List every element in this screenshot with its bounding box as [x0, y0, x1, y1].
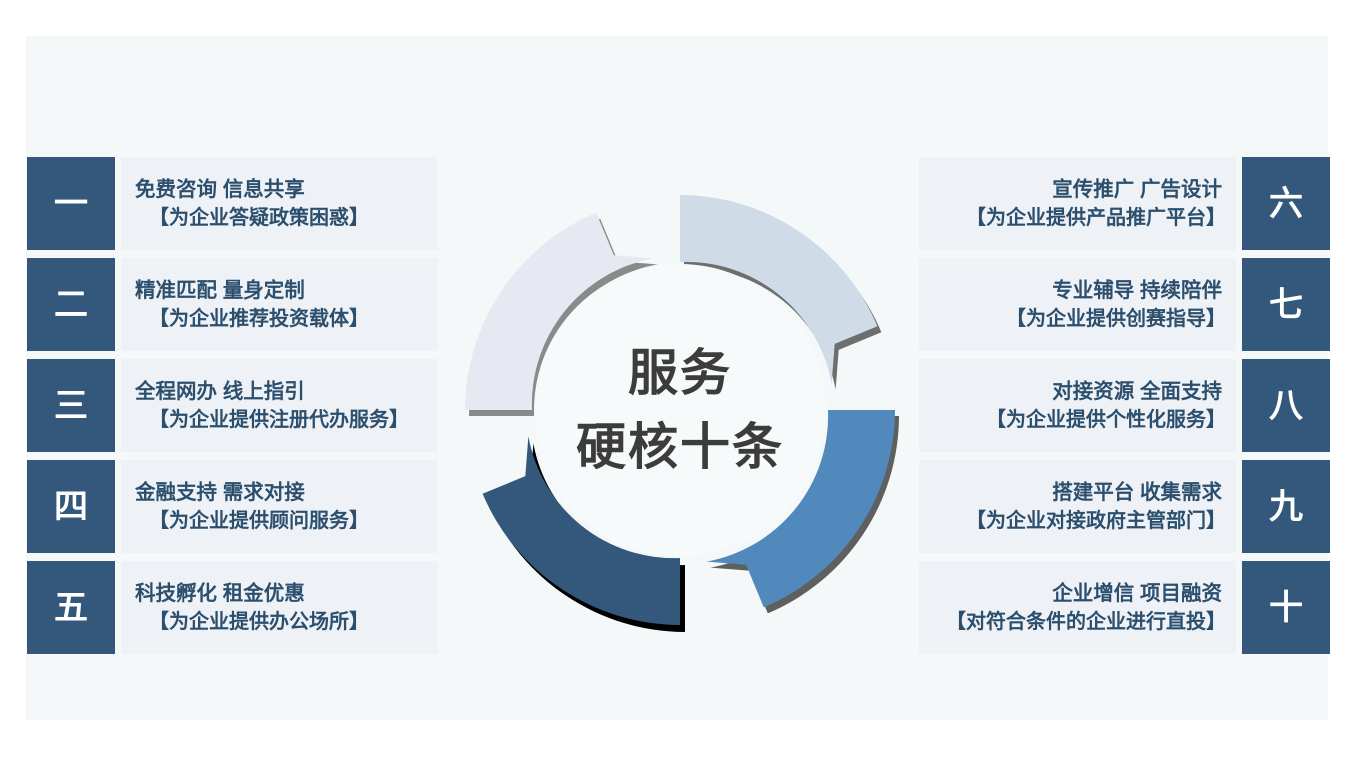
item-detail: 【为企业提供创赛指导】: [1006, 307, 1226, 330]
item-headline: 专业辅导 持续陪伴: [1052, 278, 1222, 302]
item-detail: 【对符合条件的企业进行直投】: [946, 610, 1226, 633]
list-item[interactable]: 一 免费咨询 信息共享 【为企业答疑政策困惑】: [27, 157, 438, 250]
list-item[interactable]: 十 企业增信 项目融资 【对符合条件的企业进行直投】: [919, 561, 1330, 654]
item-headline: 对接资源 全面支持: [1052, 379, 1222, 403]
right-items-column: 六 宣传推广 广告设计 【为企业提供产品推广平台】 七 专业辅导 持续陪伴 【为…: [919, 157, 1330, 654]
item-headline: 科技孵化 租金优惠: [135, 581, 305, 605]
item-headline: 金融支持 需求对接: [135, 480, 305, 504]
item-detail: 【为企业答疑政策困惑】: [149, 206, 369, 229]
item-number-tile: 八: [1242, 359, 1330, 452]
list-item[interactable]: 七 专业辅导 持续陪伴 【为企业提供创赛指导】: [919, 258, 1330, 351]
item-number-tile: 六: [1242, 157, 1330, 250]
item-number-tile: 三: [27, 359, 115, 452]
item-number-tile: 二: [27, 258, 115, 351]
item-headline: 全程网办 线上指引: [135, 379, 305, 403]
item-detail: 【为企业推荐投资载体】: [149, 307, 369, 330]
item-headline: 搭建平台 收集需求: [1052, 480, 1222, 504]
item-headline: 宣传推广 广告设计: [1052, 177, 1222, 201]
item-detail: 【为企业提供办公场所】: [149, 610, 369, 633]
item-detail: 【为企业提供产品推广平台】: [966, 206, 1226, 229]
cycle-diagram: 服务 硬核十条: [450, 180, 910, 640]
list-item[interactable]: 五 科技孵化 租金优惠 【为企业提供办公场所】: [27, 561, 438, 654]
list-item[interactable]: 八 对接资源 全面支持 【为企业提供个性化服务】: [919, 359, 1330, 452]
item-detail: 【为企业提供顾问服务】: [149, 509, 369, 532]
item-text-card: 科技孵化 租金优惠 【为企业提供办公场所】: [121, 561, 438, 654]
item-text-card: 对接资源 全面支持 【为企业提供个性化服务】: [919, 359, 1236, 452]
ring-inner-hole: [534, 264, 826, 556]
item-text-card: 精准匹配 量身定制 【为企业推荐投资载体】: [121, 258, 438, 351]
list-item[interactable]: 四 金融支持 需求对接 【为企业提供顾问服务】: [27, 460, 438, 553]
item-headline: 免费咨询 信息共享: [135, 177, 305, 201]
item-headline: 企业增信 项目融资: [1052, 581, 1222, 605]
item-detail: 【为企业对接政府主管部门】: [966, 509, 1226, 532]
item-number-tile: 四: [27, 460, 115, 553]
item-text-card: 专业辅导 持续陪伴 【为企业提供创赛指导】: [919, 258, 1236, 351]
left-items-column: 一 免费咨询 信息共享 【为企业答疑政策困惑】 二 精准匹配 量身定制 【为企业…: [27, 157, 438, 654]
item-number-tile: 一: [27, 157, 115, 250]
list-item[interactable]: 三 全程网办 线上指引 【为企业提供注册代办服务】: [27, 359, 438, 452]
cycle-ring-graphic: [465, 195, 899, 632]
item-text-card: 免费咨询 信息共享 【为企业答疑政策困惑】: [121, 157, 438, 250]
item-detail: 【为企业提供个性化服务】: [986, 408, 1226, 431]
item-number-tile: 五: [27, 561, 115, 654]
item-detail: 【为企业提供注册代办服务】: [149, 408, 409, 431]
list-item[interactable]: 二 精准匹配 量身定制 【为企业推荐投资载体】: [27, 258, 438, 351]
item-number-tile: 七: [1242, 258, 1330, 351]
item-text-card: 金融支持 需求对接 【为企业提供顾问服务】: [121, 460, 438, 553]
item-text-card: 搭建平台 收集需求 【为企业对接政府主管部门】: [919, 460, 1236, 553]
item-number-tile: 十: [1242, 561, 1330, 654]
item-number-tile: 九: [1242, 460, 1330, 553]
list-item[interactable]: 六 宣传推广 广告设计 【为企业提供产品推广平台】: [919, 157, 1330, 250]
list-item[interactable]: 九 搭建平台 收集需求 【为企业对接政府主管部门】: [919, 460, 1330, 553]
item-text-card: 企业增信 项目融资 【对符合条件的企业进行直投】: [919, 561, 1236, 654]
item-text-card: 全程网办 线上指引 【为企业提供注册代办服务】: [121, 359, 438, 452]
item-text-card: 宣传推广 广告设计 【为企业提供产品推广平台】: [919, 157, 1236, 250]
item-headline: 精准匹配 量身定制: [135, 278, 305, 302]
